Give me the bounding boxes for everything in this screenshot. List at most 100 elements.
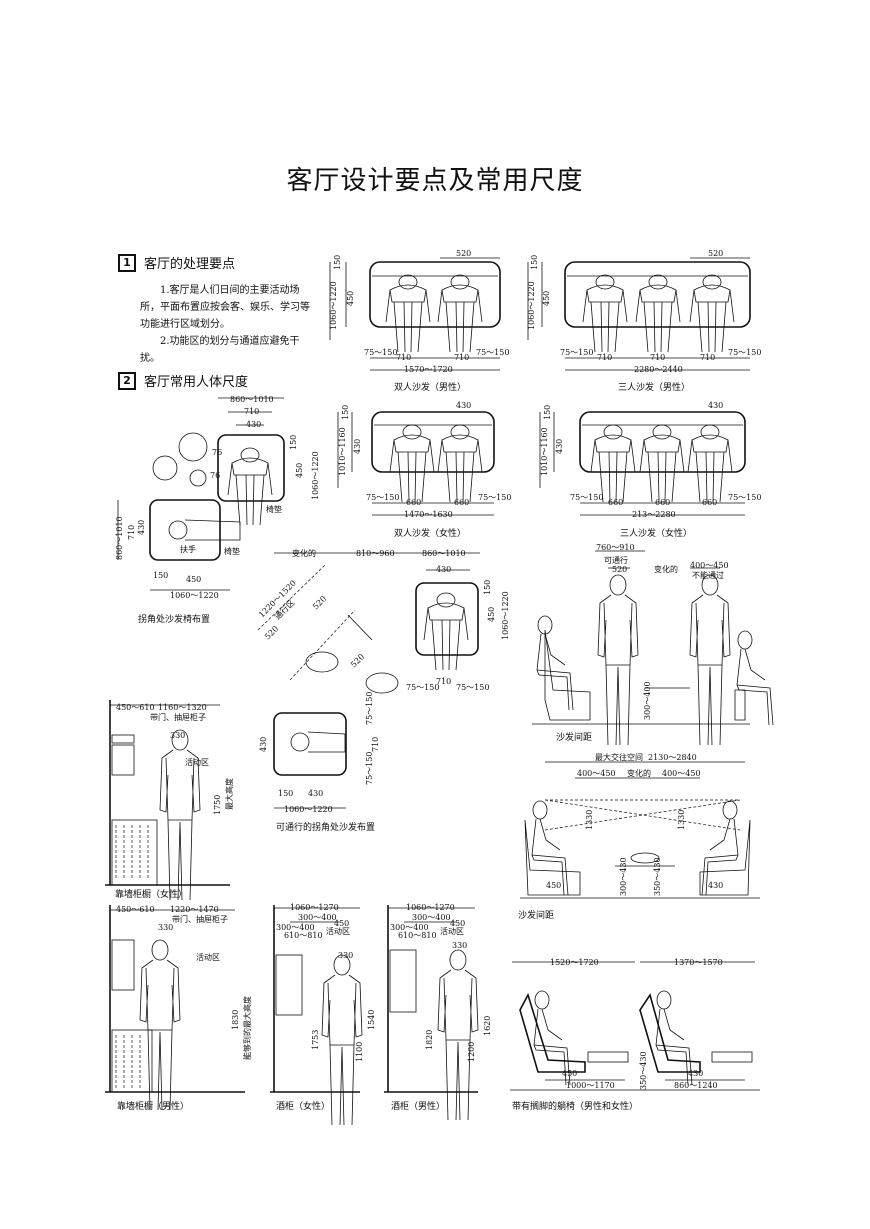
caption: 靠墙柜橱（女性） — [115, 890, 188, 900]
dim-label: 1060～1220 — [170, 591, 219, 600]
dim-label: 变化的 — [292, 548, 316, 558]
wall-cabinet-female-elevation: 450～610 1160～1320 带门、抽屉柜子 330 活动区 1750 最… — [105, 700, 234, 901]
dim-label: 520 — [311, 594, 328, 611]
dim-label: 330 — [170, 731, 185, 740]
dim-label: 1330 — [585, 810, 594, 830]
section-number: 1 — [118, 253, 136, 272]
dim-label: 150 — [333, 255, 342, 270]
dim-label: 1060～1270 — [290, 903, 339, 912]
caption: 酒柜（女性） — [276, 1102, 331, 1112]
dim-label: 520 — [456, 249, 471, 258]
dim-label: 75～150 — [570, 493, 603, 502]
dim-label: 660 — [608, 498, 623, 507]
dim-label: 1060～1270 — [406, 903, 455, 912]
dim-label: 430 — [456, 401, 471, 410]
dim-label: 2280～2440 — [634, 365, 683, 374]
dim-label: 430 — [436, 565, 451, 574]
dim-label: 150 — [278, 789, 293, 798]
dim-label: 710 — [597, 353, 612, 362]
caption: 双人沙发（女性） — [394, 529, 467, 539]
dim-label: 450 — [186, 575, 201, 584]
dim-label: 活动区 — [326, 926, 350, 936]
dim-label: 1330 — [677, 810, 686, 830]
dim-label: 75～150 — [365, 692, 374, 725]
caption: 三人沙发（女性） — [620, 529, 693, 539]
dim-label: 450 — [346, 291, 355, 306]
dim-label: 520 — [263, 624, 280, 641]
dim-label: 活动区 — [185, 757, 209, 767]
dim-label: 1620 — [483, 1016, 492, 1036]
corner-sofa-plan: 860～1010 710 430 76 76 150 450 1060～1220… — [115, 395, 320, 600]
caption: 可通行的拐角处沙发布置 — [276, 823, 376, 833]
recliner-with-footrest-elevation: 1520～1720 1370～1570 450 1000～1170 350～43… — [510, 958, 760, 1091]
section-title: 客厅常用人体尺度 — [144, 375, 249, 390]
dim-label: 430 — [246, 420, 261, 429]
dim-label: 330 — [452, 941, 467, 950]
section-title: 客厅的处理要点 — [144, 257, 236, 272]
dim-label: 75～150 — [478, 493, 511, 502]
dim-label: 150 — [543, 405, 552, 420]
caption: 带有搁脚的躺椅（男性和女性） — [512, 1102, 639, 1112]
dim-label: 450 — [450, 919, 465, 928]
caption: 双人沙发（男性） — [394, 383, 467, 393]
design-notes: 1.客厅是人们日间的主要活动场所，平面布置应按会客、娱乐、学习等功能进行区域划分… — [140, 282, 310, 367]
dim-label: 430 — [555, 439, 564, 454]
dim-label: 76 — [212, 448, 222, 457]
dim-label: 1200 — [467, 1042, 476, 1062]
dim-label: 最大高度 — [224, 778, 234, 810]
dim-label: 2130～2840 — [648, 753, 697, 762]
dim-label: 1000～1170 — [566, 1081, 615, 1090]
dim-label: 300～400 — [276, 923, 315, 932]
dim-label: 最大交往空间 — [595, 752, 643, 762]
dim-label: 150 — [530, 255, 539, 270]
caption: 酒柜（男性） — [391, 1102, 446, 1112]
dim-label: 75～150 — [728, 348, 761, 357]
dim-label: 860～1240 — [674, 1081, 718, 1090]
dim-label: 扶手 — [180, 544, 196, 554]
dim-label: 带门、抽屉柜子 — [172, 914, 228, 924]
dim-label: 75～150 — [476, 348, 509, 357]
dim-label: 710 — [650, 353, 665, 362]
dim-label: 710 — [436, 677, 451, 686]
wine-cabinet-male-elevation: 1060～1270 300～400 450 300～400 610～810 活动… — [384, 903, 492, 1121]
dim-label: 300～400 — [390, 923, 429, 932]
dim-label: 变化的 — [627, 768, 651, 778]
dim-label: 810～960 — [356, 549, 395, 558]
dim-label: 710 — [127, 525, 136, 540]
dim-label: 610～810 — [398, 931, 437, 940]
dim-label: 1470～1630 — [404, 510, 453, 519]
dim-label: 660 — [702, 498, 717, 507]
dim-label: 1830 — [231, 1010, 240, 1030]
dim-label: 330 — [158, 923, 173, 932]
dim-label: 75～150 — [560, 348, 593, 357]
dim-label: 1010～1160 — [540, 427, 549, 476]
dim-label: 1220～1470 — [170, 905, 219, 914]
sofa-2-male-plan: 520 150 450 1060～1220 75～150 710 710 75～… — [329, 249, 509, 374]
dim-label: 660 — [454, 498, 469, 507]
sofa-2-female-plan: 430 150 430 1010～1160 75～150 660 660 75～… — [337, 401, 511, 519]
dim-label: 330 — [338, 951, 353, 960]
wine-cabinet-female-elevation: 1060～1270 300～400 450 300～400 610～810 活动… — [270, 903, 376, 1126]
sofa-distance-elevation-2: 最大交往空间 2130～2840 400～450 变化的 400～450 133… — [520, 752, 760, 899]
note-1: 1.客厅是人们日间的主要活动场所，平面布置应按会客、娱乐、学习等功能进行区域划分… — [140, 285, 310, 330]
dim-label: 1540 — [367, 1010, 376, 1030]
dim-label: 430 — [308, 789, 323, 798]
dim-label: 610～810 — [284, 931, 323, 940]
dim-label: 75～150 — [456, 683, 489, 692]
dim-label: 能够到的最大高度 — [242, 996, 252, 1060]
caption: 沙发间距 — [518, 911, 555, 921]
section-heading-2: 2 客厅常用人体尺度 — [118, 371, 248, 390]
dim-label: 1010～1160 — [338, 427, 347, 476]
dim-label: 710 — [396, 353, 411, 362]
dim-label: 75～150 — [366, 493, 399, 502]
section-number: 2 — [118, 371, 136, 390]
dim-label: 1753 — [311, 1030, 320, 1050]
dim-label: 1750 — [213, 795, 222, 815]
dim-label: 1060～1220 — [527, 281, 536, 330]
dim-label: 450 — [295, 463, 304, 478]
dim-label: 430 — [708, 881, 723, 890]
dim-label: 660 — [406, 498, 421, 507]
dim-label: 430 — [708, 401, 723, 410]
dim-label: 450 — [546, 881, 561, 890]
